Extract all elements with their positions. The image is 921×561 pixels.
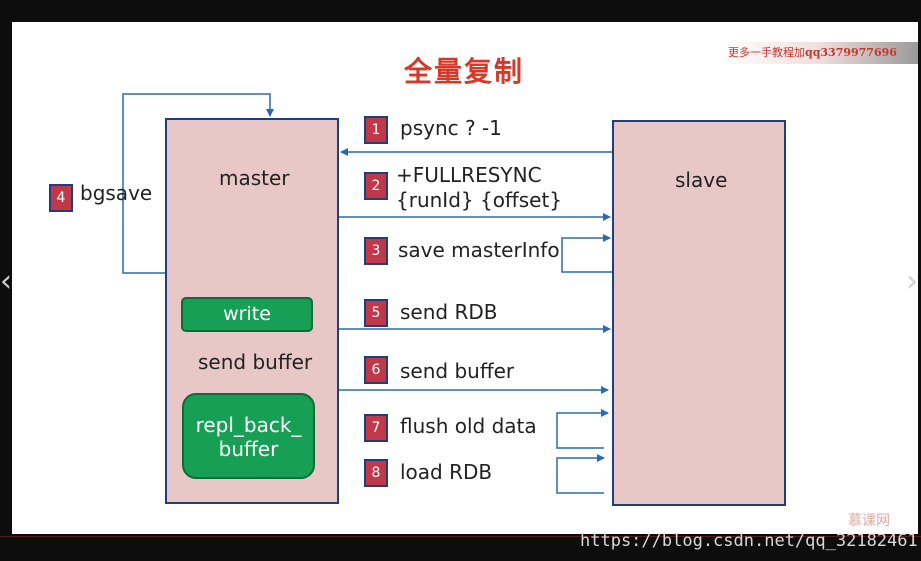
step-text-6: send buffer <box>400 359 515 383</box>
repl-back-buffer-node: repl_back_ buffer <box>182 393 315 479</box>
repl-label-line1: repl_back_ <box>195 413 302 437</box>
step-text-5: send RDB <box>400 300 498 324</box>
load-rdb-loop-arrow <box>556 454 605 494</box>
watermark-url: https://blog.csdn.net/qq_32182461 <box>580 531 918 551</box>
step-text-7: flush old data <box>400 414 537 438</box>
save-masterinfo-loop-arrow <box>561 234 612 273</box>
master-label: master <box>219 166 290 190</box>
send-buffer-label: send buffer <box>198 350 313 374</box>
step-badge-2: 2 <box>364 172 388 200</box>
step-text-4: bgsave <box>80 181 153 205</box>
promo-text: 更多一手教程加 <box>728 46 805 59</box>
promo-contact: qq3379977696 <box>805 46 897 59</box>
step-text-8: load RDB <box>400 460 493 484</box>
next-slide-icon[interactable]: › <box>906 264 918 299</box>
step-badge-5: 5 <box>364 299 388 327</box>
logo: 慕课网 <box>848 513 890 529</box>
step-badge-7: 7 <box>364 414 388 442</box>
prev-slide-icon[interactable]: ‹ <box>0 264 12 299</box>
step-badge-1: 1 <box>364 116 388 144</box>
step-badge-8: 8 <box>364 459 388 487</box>
step-badge-3: 3 <box>364 237 388 265</box>
flush-loop-arrow <box>556 409 609 449</box>
repl-label-line2: buffer <box>218 437 279 461</box>
divider-line <box>0 536 921 537</box>
step-text-2-line1: +FULLRESYNC <box>396 163 542 187</box>
bgsave-loop-arrow <box>122 93 274 274</box>
step-badge-6: 6 <box>364 356 388 384</box>
slave-node <box>612 120 786 506</box>
step-badge-4: 4 <box>49 184 73 212</box>
step-text-3: save masterInfo <box>398 238 560 262</box>
diagram-title: 全量复制 <box>404 55 525 88</box>
step-text-1: psync ? -1 <box>400 116 502 140</box>
step-text-2-line2: {runId} {offset} <box>396 188 563 212</box>
slave-label: slave <box>675 168 728 192</box>
promo-banner: 更多一手教程加qq3379977696 <box>720 42 918 64</box>
write-node: write <box>181 297 313 332</box>
